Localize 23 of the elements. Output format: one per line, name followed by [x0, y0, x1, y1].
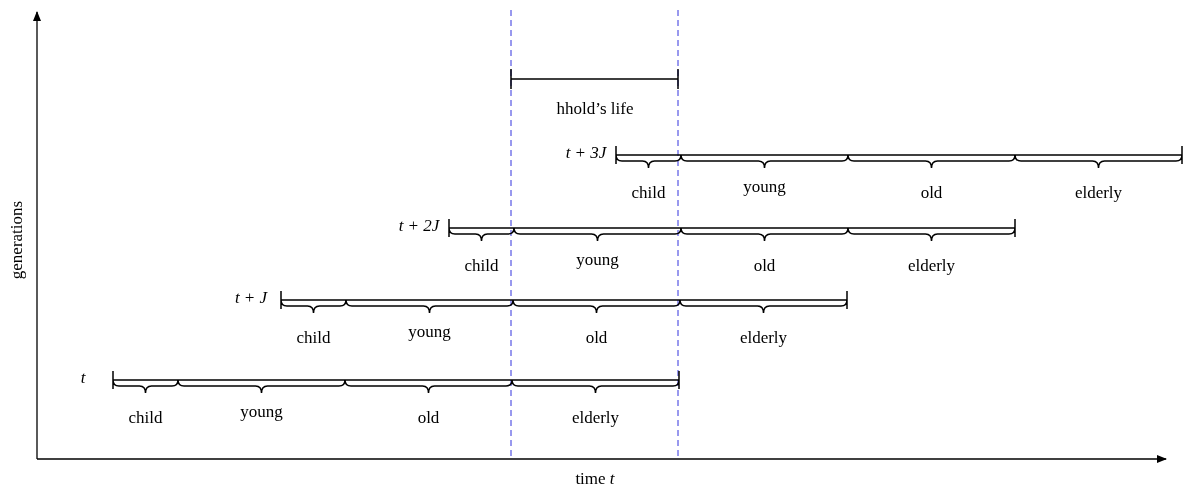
age-label: elderly — [739, 328, 788, 348]
age-label: elderly — [571, 408, 620, 428]
axis-title: generations — [7, 200, 27, 280]
age-label: old — [417, 408, 440, 428]
age-label: young — [240, 402, 283, 422]
age-label: child — [128, 408, 163, 428]
age-label: elderly — [907, 256, 956, 276]
age-label: child — [464, 256, 499, 276]
age-label: elderly — [1074, 183, 1123, 203]
age-label: old — [585, 328, 608, 348]
cohort-label: t + 3J — [565, 143, 607, 163]
age-label: young — [576, 250, 619, 270]
age-label: old — [753, 256, 776, 276]
interval-label: hhold’s life — [556, 99, 634, 119]
cohort-label: t — [80, 368, 86, 388]
age-label: young — [408, 322, 451, 342]
age-label: child — [296, 328, 331, 348]
cohort-label: t + 2J — [398, 216, 440, 236]
cohort-label: t + J — [234, 288, 268, 308]
age-label: old — [920, 183, 943, 203]
age-label: young — [743, 177, 786, 197]
axis-title: time t — [575, 469, 615, 489]
age-label: child — [631, 183, 666, 203]
